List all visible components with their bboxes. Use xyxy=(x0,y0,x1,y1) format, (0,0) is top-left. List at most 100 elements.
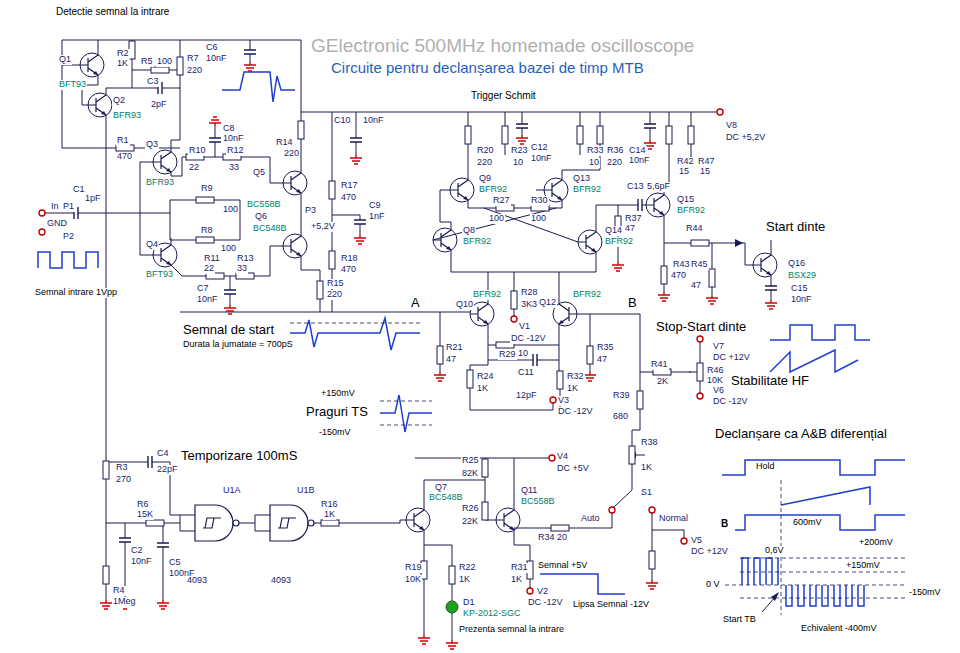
component-label: 1pF xyxy=(84,194,102,204)
component-label: 470 xyxy=(116,152,133,162)
component-label: R22 xyxy=(458,563,477,573)
component-label: R38 xyxy=(640,438,659,448)
component-label: C7 xyxy=(196,284,210,294)
part-number: BFT93 xyxy=(145,270,174,280)
arrow-head xyxy=(630,239,743,458)
component-label: 10nF xyxy=(362,116,385,126)
component-label: R10 xyxy=(188,146,207,156)
component-label: 20 xyxy=(556,533,568,543)
component-label: Q9 xyxy=(478,174,492,184)
part-number: BFT93 xyxy=(58,80,87,90)
part-number: BFR92 xyxy=(462,237,492,247)
note-label: Echivalent -400mV xyxy=(800,624,878,634)
component-label: 1nF xyxy=(368,212,386,222)
part-number: BFR92 xyxy=(478,185,508,195)
component-label: 82K xyxy=(461,469,479,479)
capacitor-symbol xyxy=(74,50,777,547)
component-label: 10nF xyxy=(130,557,153,567)
component-label: C5 xyxy=(168,558,182,568)
note-label: +200mV xyxy=(858,538,894,548)
component-label: 10K xyxy=(706,376,724,386)
note-label: 0,6V xyxy=(764,546,785,556)
component-label: 220 xyxy=(606,158,623,168)
component-label: 10 xyxy=(512,158,524,168)
part-number: BFR92 xyxy=(472,290,502,300)
component-label: V6 xyxy=(712,386,725,396)
component-label: DC +12V xyxy=(712,353,751,363)
component-label: DC +5,2V xyxy=(725,133,766,143)
component-label: U1A xyxy=(222,486,242,496)
component-label: 15 xyxy=(699,167,711,177)
component-label: 220 xyxy=(326,290,343,300)
watermark: GElectronic 500MHz homemade oscilloscope xyxy=(310,36,695,57)
component-label: C9 xyxy=(368,201,382,211)
annotation: Temporizare 100mS xyxy=(180,449,298,463)
component-label: 3K3 xyxy=(520,300,538,310)
annotation: Semnal de start xyxy=(182,323,275,337)
annotation: A xyxy=(410,296,421,310)
component-label: Q7 xyxy=(434,483,448,493)
part-number: BSX29 xyxy=(787,271,817,281)
component-label: R35 xyxy=(596,343,615,353)
component-label: C12 xyxy=(530,143,549,153)
part-number: BC548B xyxy=(252,224,288,234)
component-label: R1 xyxy=(116,136,130,146)
component-label: 470 xyxy=(340,193,357,203)
component-label: 100 xyxy=(220,244,237,254)
ground-symbol xyxy=(100,62,777,649)
component-label: R39 xyxy=(612,391,631,401)
component-label: 100 xyxy=(530,214,547,224)
component-label: C13 xyxy=(626,182,645,192)
component-label: 33 xyxy=(236,264,248,274)
component-label: R23 xyxy=(510,146,529,156)
component-label: DC -12V xyxy=(510,334,547,344)
component-label: R5 xyxy=(140,57,154,67)
component-label: U1B xyxy=(296,486,316,496)
component-label: 10 xyxy=(588,158,600,168)
component-label: 10 xyxy=(517,349,529,359)
component-label: R13 xyxy=(236,254,255,264)
component-label: C14 xyxy=(628,146,647,156)
reference-line xyxy=(290,323,905,615)
arrow-head xyxy=(771,592,779,601)
component-label: 270 xyxy=(115,475,132,485)
component-label: R20 xyxy=(476,146,495,156)
component-label: Q8 xyxy=(462,226,476,236)
component-label: V5 xyxy=(690,536,703,546)
component-label: GND xyxy=(46,219,68,229)
component-label: C4 xyxy=(156,449,170,459)
component-label: D1 xyxy=(462,598,476,608)
component-label: 100 xyxy=(222,205,239,215)
component-label: 1K xyxy=(476,384,489,394)
component-label: Q11 xyxy=(520,486,538,496)
component-label: V2 xyxy=(536,587,549,597)
component-label: 10nF xyxy=(530,154,553,164)
note-label: -150mV xyxy=(318,428,352,438)
component-label: Q5 xyxy=(252,168,266,178)
note-label: 0 V xyxy=(705,580,721,590)
component-label: +5,2V xyxy=(310,222,336,232)
component-label: 1K xyxy=(640,463,653,473)
component-label: R47 xyxy=(697,157,716,167)
component-label: 1Meg xyxy=(112,597,137,607)
component-label: C6 xyxy=(205,43,219,53)
note-label: 600mV xyxy=(792,518,823,528)
part-number: BC558B xyxy=(520,497,556,507)
note-label: +150mV xyxy=(845,561,881,571)
component-label: P2 xyxy=(62,232,75,242)
component-label: R46 xyxy=(706,366,725,376)
component-label: R27 xyxy=(492,196,511,206)
component-label: V4 xyxy=(556,452,569,462)
resistor-symbol xyxy=(103,41,715,584)
component-label: Q1 xyxy=(58,55,72,65)
component-label: R18 xyxy=(340,254,359,264)
component-label: R45 xyxy=(690,260,709,270)
component-label: S1 xyxy=(640,488,653,498)
component-label: R16 xyxy=(320,500,339,510)
component-label: Q3 xyxy=(145,140,159,150)
component-label: 22K xyxy=(461,517,479,527)
note-label: Lipsa Semnal -12V xyxy=(572,600,650,610)
logic-gate xyxy=(195,505,314,541)
component-label: P3 xyxy=(304,206,317,216)
component-label: 470 xyxy=(340,265,357,275)
